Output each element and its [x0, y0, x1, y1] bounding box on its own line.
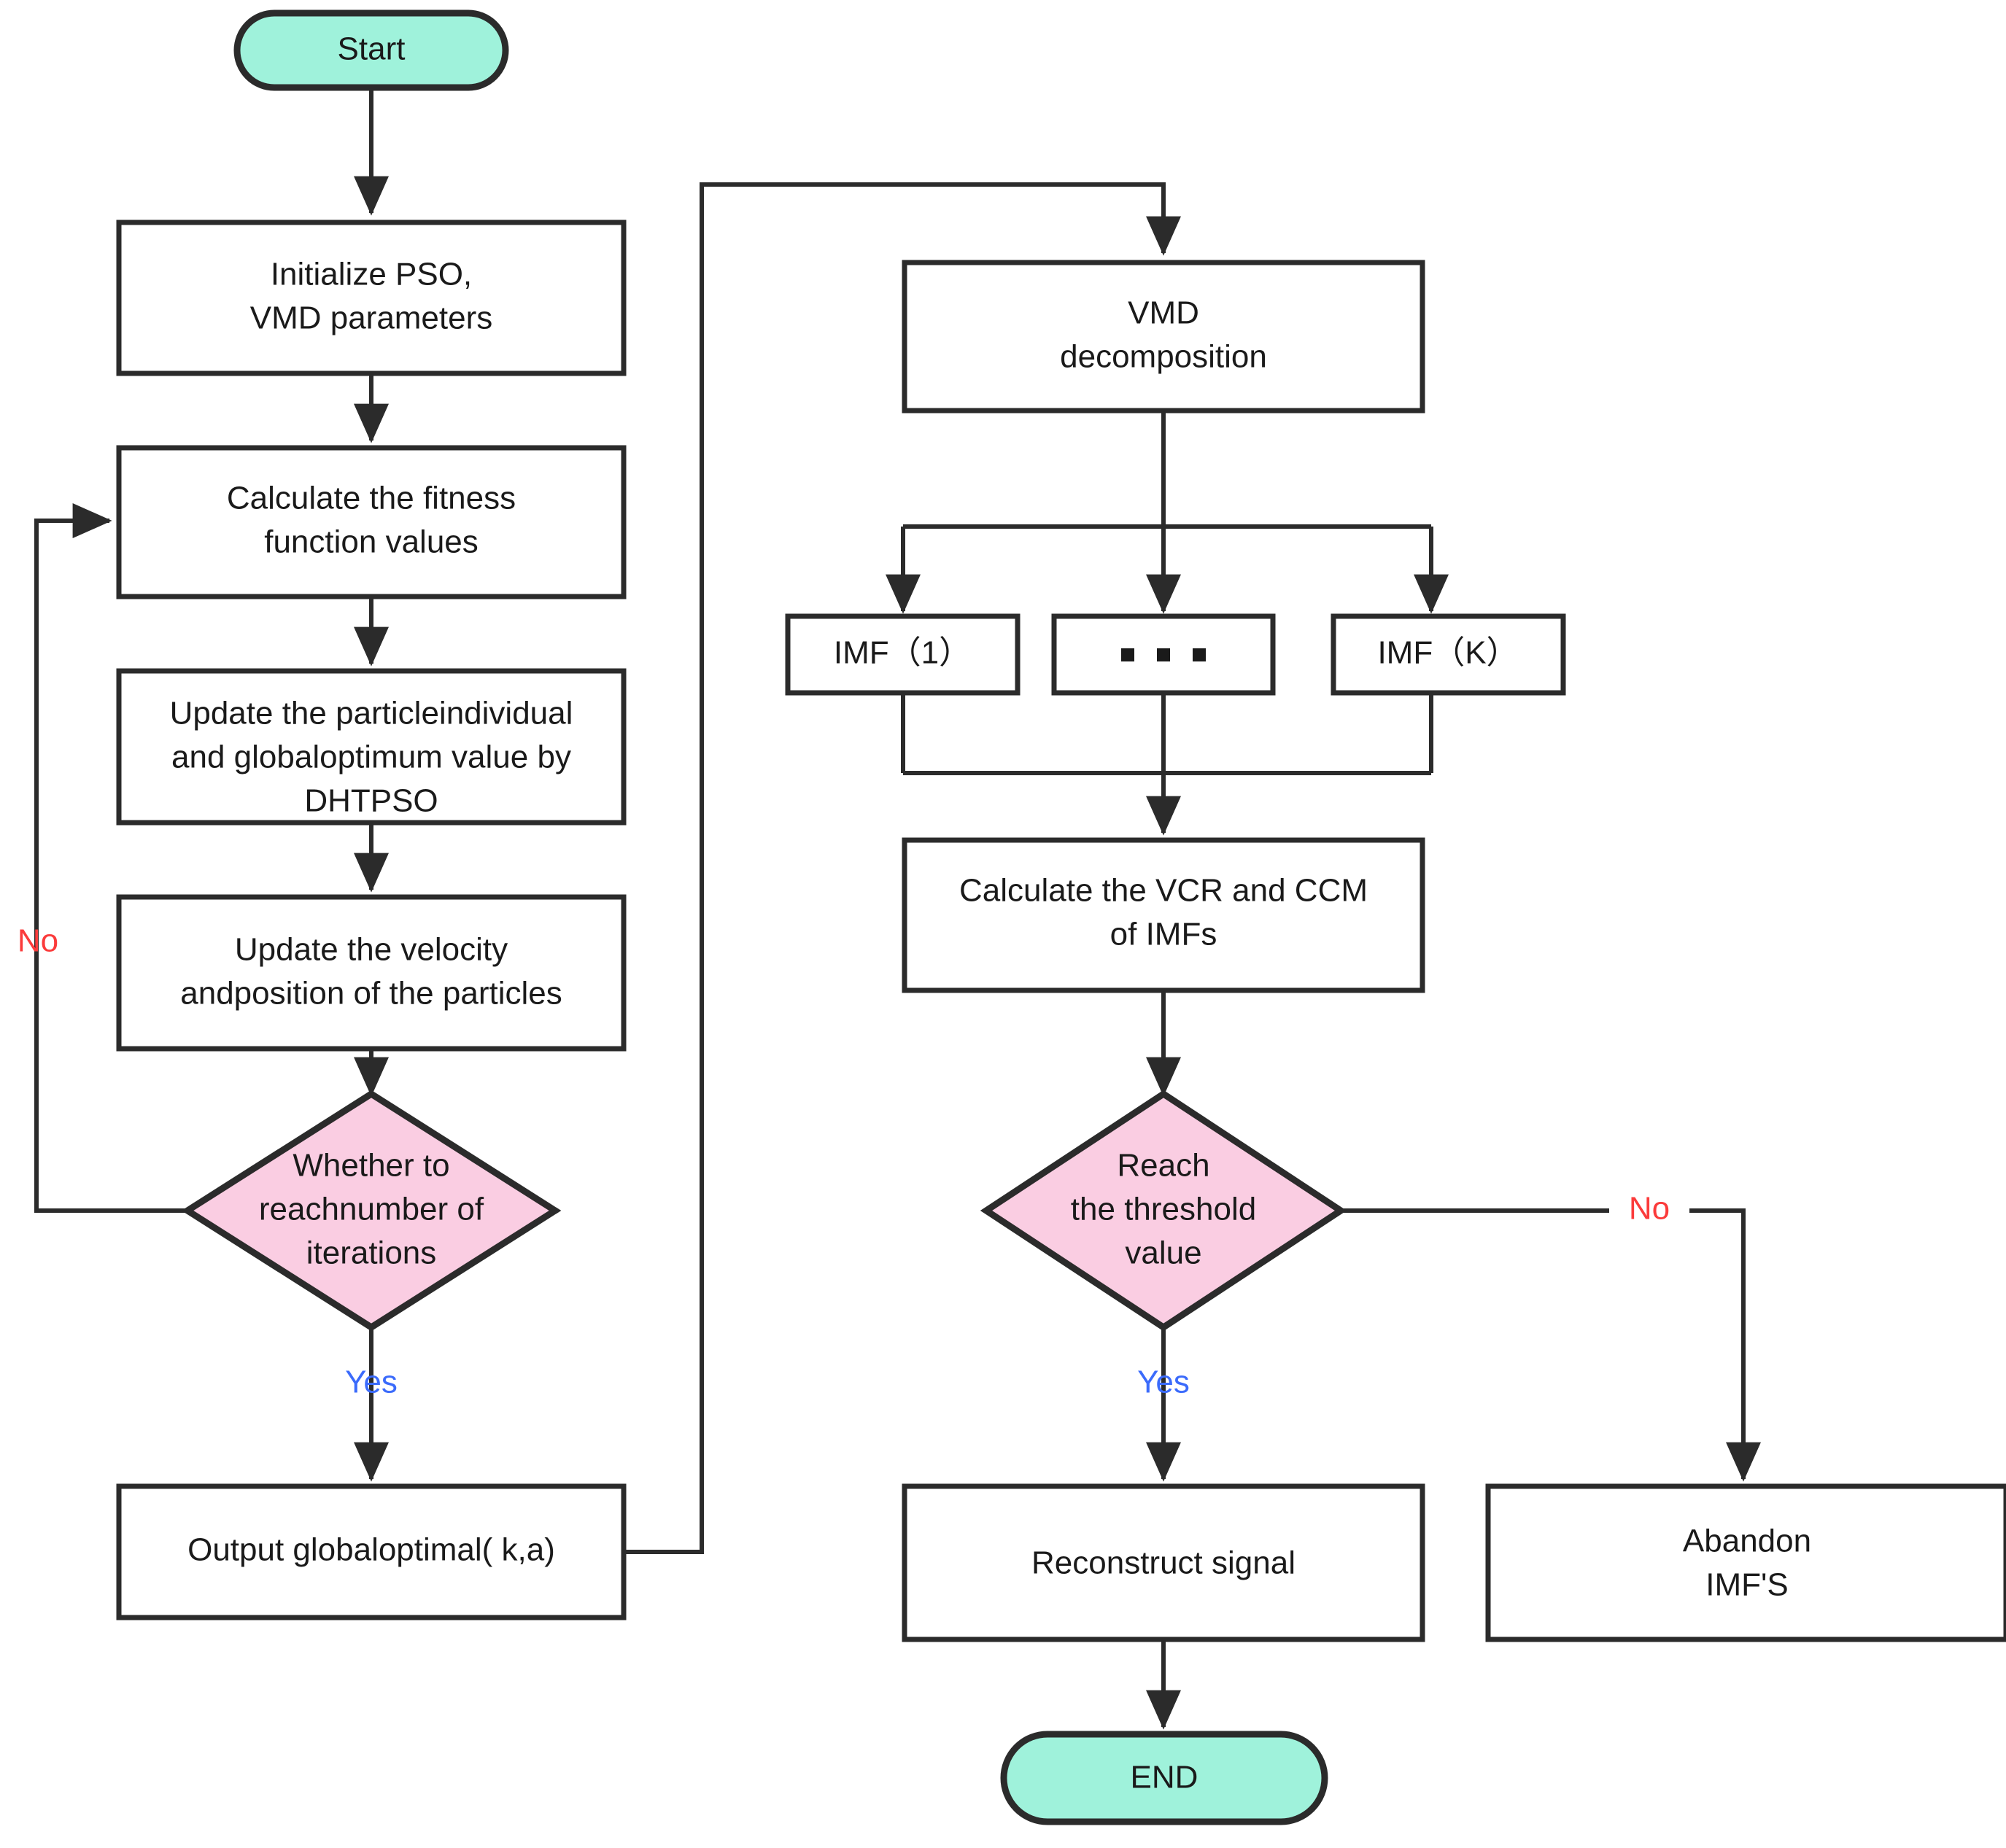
node-decision-iterations[interactable]: Whether to reachnumber of iterations: [181, 1090, 562, 1332]
node-iterdec-line-2: reachnumber of: [259, 1192, 484, 1227]
node-iterdec-line-1: Whether to: [293, 1148, 449, 1184]
node-vcrccm-line-1: Calculate the VCR and CCM: [959, 873, 1368, 909]
edge-iterdec-no-to-fitness: [34, 503, 187, 1213]
node-imf-ellipsis[interactable]: [1051, 613, 1276, 696]
svg-text:No: No: [18, 923, 58, 959]
node-fitness-line-2: function values: [264, 524, 479, 560]
node-threshdec-line-3: value: [1125, 1235, 1201, 1271]
node-end-label: END: [1131, 1760, 1198, 1795]
node-fitness-line-1: Calculate the fitness: [227, 481, 516, 516]
node-vcrccm-line-2: of IMFs: [1110, 917, 1217, 952]
svg-text:No: No: [1629, 1191, 1670, 1227]
node-iterdec-line-3: iterations: [306, 1235, 437, 1271]
node-imf-1[interactable]: IMF（1）: [785, 613, 1021, 696]
node-abandon-imfs[interactable]: Abandon IMF'S: [1485, 1483, 2006, 1642]
node-reconstruct-signal[interactable]: Reconstruct signal: [902, 1483, 1425, 1642]
node-imfk-label: IMF（K）: [1377, 635, 1518, 671]
node-abandon-line-2: IMF'S: [1705, 1567, 1789, 1603]
node-outputopt-label: Output globaloptimal( k,a): [187, 1532, 555, 1568]
node-vmd-line-1: VMD: [1128, 295, 1199, 331]
node-start[interactable]: Start: [233, 9, 509, 91]
node-updatevel-line-1: Update the velocity: [235, 932, 508, 968]
edge-vmd-to-imf-bus: [886, 411, 1449, 614]
node-vmd-decomposition[interactable]: VMD decomposition: [902, 260, 1425, 414]
node-updatebest-line-3: DHTPSO: [304, 783, 438, 819]
node-updatebest-line-2: and globaloptimum value by: [171, 739, 571, 775]
node-calculate-vcr-ccm[interactable]: Calculate the VCR and CCM of IMFs: [902, 837, 1425, 993]
node-initialize-line-2: VMD parameters: [250, 300, 493, 336]
node-output-global-optimal[interactable]: Output globaloptimal( k,a): [116, 1483, 627, 1620]
edge-label-iter-yes: Yes: [345, 1364, 398, 1400]
node-end[interactable]: END: [1000, 1731, 1328, 1825]
edge-label-thresh-no: No: [1609, 1190, 1689, 1231]
edge-outputopt-to-vmd: [624, 182, 1181, 1554]
edge-threshdec-no-to-abandon: [1341, 1208, 1761, 1482]
node-updatevel-line-2: andposition of the particles: [180, 976, 562, 1012]
node-abandon-line-1: Abandon: [1683, 1523, 1811, 1559]
node-decision-threshold[interactable]: Reach the threshold value: [980, 1090, 1347, 1332]
edge-imf-bus-to-vcrccm: [901, 693, 1433, 836]
node-initialize-line-1: Initialize PSO,: [271, 257, 472, 292]
node-threshdec-line-1: Reach: [1117, 1148, 1209, 1184]
node-threshdec-line-2: the threshold: [1071, 1192, 1256, 1227]
node-imf-k[interactable]: IMF（K）: [1331, 613, 1566, 696]
node-imf1-label: IMF（1）: [834, 635, 971, 671]
node-update-best[interactable]: Update the particleindividual and global…: [116, 668, 627, 826]
node-vmd-line-2: decomposition: [1060, 339, 1267, 375]
node-start-label: Start: [338, 31, 406, 67]
node-updatebest-line-1: Update the particleindividual: [170, 696, 573, 731]
node-initialize-parameters[interactable]: Initialize PSO, VMD parameters: [116, 220, 627, 376]
edge-label-thresh-yes: Yes: [1137, 1364, 1190, 1400]
ellipsis-icon: [1121, 648, 1206, 661]
node-calculate-fitness[interactable]: Calculate the fitness function values: [116, 445, 627, 599]
edge-label-iter-no: No: [18, 923, 58, 959]
node-update-velocity[interactable]: Update the velocity andposition of the p…: [116, 894, 627, 1052]
svg-text:Yes: Yes: [345, 1364, 398, 1400]
node-reconstruct-label: Reconstruct signal: [1031, 1545, 1296, 1581]
svg-text:Yes: Yes: [1137, 1364, 1190, 1400]
